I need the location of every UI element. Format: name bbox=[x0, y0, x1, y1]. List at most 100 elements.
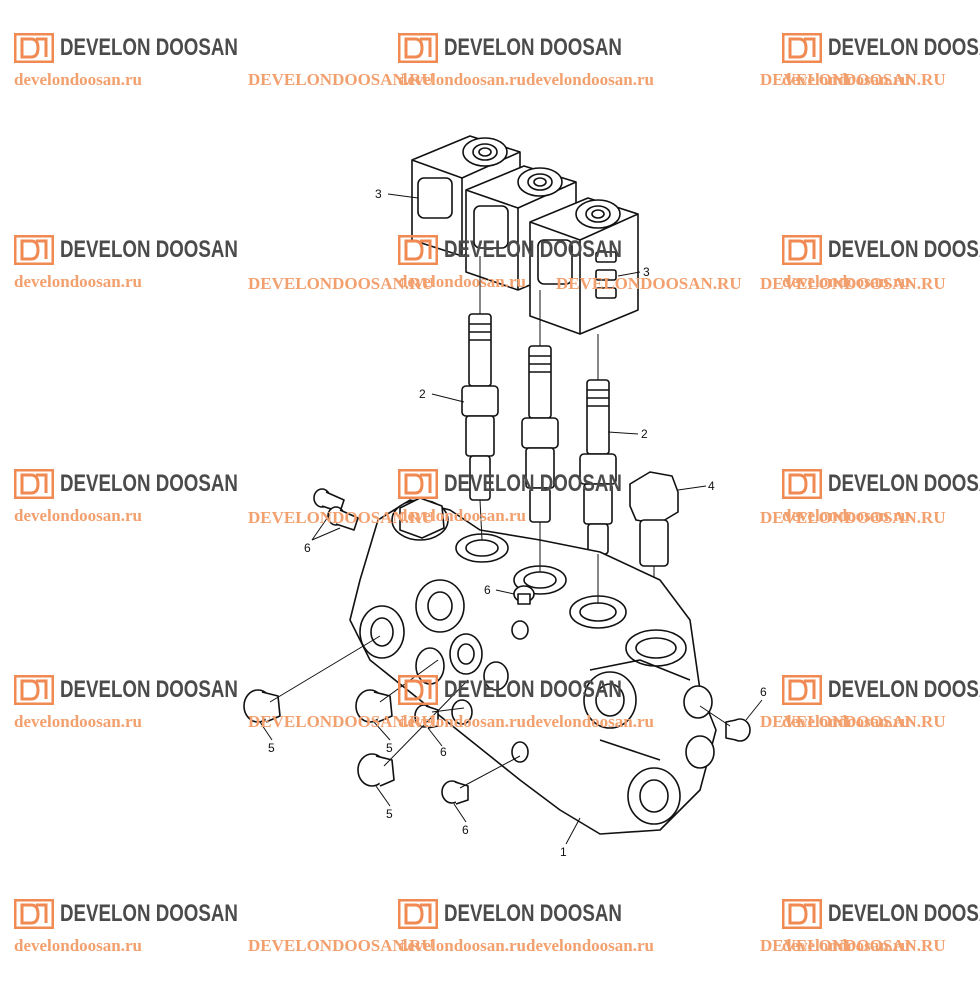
brand-name: DEVELON DOOSAN bbox=[444, 236, 622, 263]
watermark: DEVELON DOOSAN develondoosan.ru bbox=[398, 466, 622, 536]
cartridge-valve-3 bbox=[579, 379, 617, 555]
callout-5b: 5 bbox=[386, 741, 393, 755]
brand-url: DEVELONDOOSAN.RU bbox=[760, 508, 946, 527]
plug-6e bbox=[441, 780, 469, 805]
develon-logo-icon bbox=[398, 675, 438, 705]
develon-logo-icon bbox=[782, 33, 822, 63]
watermark: DEVELON DOOSAN develondoosan.ru bbox=[398, 672, 622, 742]
watermark: DEVELON DOOSAN DEVELONDOOSAN.RU bbox=[248, 508, 438, 578]
watermark: DEVELON DOOSAN develondoosan.ru bbox=[398, 232, 622, 302]
solenoid-coil-3 bbox=[529, 197, 639, 335]
callout-labels: 3 3 2 2 4 6 6 6 6 6 5 5 5 1 bbox=[268, 187, 767, 859]
brand-name: DEVELON DOOSAN bbox=[444, 676, 622, 703]
watermark: DEVELON DOOSAN DEVELONDOOSAN.RU bbox=[760, 712, 950, 782]
brand-logo: DEVELON DOOSAN bbox=[398, 896, 672, 932]
watermark: DEVELON DOOSAN DEVELONDOOSAN.RU bbox=[556, 274, 746, 344]
brand-url: develondoosan.ru bbox=[14, 272, 142, 291]
develon-logo-icon bbox=[398, 33, 438, 63]
callout-1: 1 bbox=[560, 845, 567, 859]
callout-5a: 5 bbox=[268, 741, 275, 755]
brand-url: DEVELONDOOSAN.RU bbox=[248, 712, 434, 731]
brand-logo: DEVELON DOOSAN bbox=[14, 672, 288, 708]
watermark: DEVELON DOOSAN develondoosan.ru bbox=[782, 896, 980, 966]
brand-url: develondoosan.ru bbox=[526, 936, 654, 955]
brand-name: DEVELON DOOSAN bbox=[828, 900, 980, 927]
brand-url: DEVELONDOOSAN.RU bbox=[760, 70, 946, 89]
brand-logo: DEVELON DOOSAN bbox=[398, 30, 672, 66]
brand-name: DEVELON DOOSAN bbox=[444, 470, 622, 497]
valve-assembly-drawing: 3 3 2 2 4 6 6 6 6 6 5 5 5 1 bbox=[243, 135, 767, 859]
brand-url: develondoosan.ru bbox=[526, 712, 654, 731]
develon-logo-icon bbox=[782, 235, 822, 265]
watermark: DEVELON DOOSAN develondoosan.ru bbox=[782, 30, 980, 100]
callout-6c: 6 bbox=[760, 685, 767, 699]
watermark: DEVELON DOOSAN develondoosan.ru bbox=[526, 936, 716, 1006]
develon-logo-icon bbox=[782, 899, 822, 929]
brand-url: develondoosan.ru bbox=[782, 712, 910, 731]
callout-6a: 6 bbox=[304, 541, 311, 555]
brand-logo: DEVELON DOOSAN bbox=[782, 232, 980, 268]
brand-url: develondoosan.ru bbox=[782, 272, 910, 291]
develon-logo-icon bbox=[782, 469, 822, 499]
brand-logo: DEVELON DOOSAN bbox=[14, 896, 288, 932]
brand-url: develondoosan.ru bbox=[398, 272, 526, 291]
brand-name: DEVELON DOOSAN bbox=[828, 470, 980, 497]
brand-url: develondoosan.ru bbox=[14, 936, 142, 955]
brand-url: DEVELONDOOSAN.RU bbox=[248, 274, 434, 293]
watermark: DEVELON DOOSAN develondoosan.ru bbox=[782, 466, 980, 536]
brand-name: DEVELON DOOSAN bbox=[60, 470, 238, 497]
watermark: DEVELON DOOSAN develondoosan.ru bbox=[14, 232, 238, 302]
brand-name: DEVELON DOOSAN bbox=[60, 34, 238, 61]
brand-logo: DEVELON DOOSAN bbox=[14, 466, 288, 502]
brand-logo: DEVELON DOOSAN bbox=[782, 466, 980, 502]
brand-logo: DEVELON DOOSAN bbox=[14, 30, 288, 66]
develon-logo-icon bbox=[14, 33, 54, 63]
brand-name: DEVELON DOOSAN bbox=[444, 34, 622, 61]
watermark: DEVELON DOOSAN develondoosan.ru bbox=[526, 70, 716, 140]
develon-logo-icon bbox=[14, 235, 54, 265]
callout-6b: 6 bbox=[484, 583, 491, 597]
brand-url: develondoosan.ru bbox=[398, 936, 526, 955]
valve-block bbox=[349, 497, 717, 835]
develon-logo-icon bbox=[398, 235, 438, 265]
brand-url: DEVELONDOOSAN.RU bbox=[556, 274, 742, 293]
brand-logo: DEVELON DOOSAN bbox=[398, 672, 672, 708]
watermark: DEVELON DOOSAN develondoosan.ru bbox=[14, 30, 238, 100]
develon-logo-icon bbox=[782, 675, 822, 705]
plug-5a bbox=[243, 689, 281, 723]
watermark: DEVELON DOOSAN DEVELONDOOSAN.RU bbox=[248, 274, 438, 344]
brand-name: DEVELON DOOSAN bbox=[60, 236, 238, 263]
brand-url: develondoosan.ru bbox=[14, 506, 142, 525]
watermark: DEVELON DOOSAN develondoosan.ru bbox=[782, 672, 980, 742]
callout-2a: 2 bbox=[419, 387, 426, 401]
watermark: DEVELON DOOSAN DEVELONDOOSAN.RU bbox=[248, 936, 438, 1006]
plug-5b bbox=[355, 689, 393, 723]
watermark: DEVELON DOOSAN develondoosan.ru bbox=[782, 232, 980, 302]
watermark: DEVELON DOOSAN develondoosan.ru bbox=[14, 672, 238, 742]
brand-name: DEVELON DOOSAN bbox=[828, 34, 980, 61]
brand-url: DEVELONDOOSAN.RU bbox=[248, 508, 434, 527]
exploded-parts-diagram: 3 3 2 2 4 6 6 6 6 6 5 5 5 1 DEVELON DOOS… bbox=[14, 30, 980, 966]
develon-logo-icon bbox=[14, 899, 54, 929]
brand-url: DEVELONDOOSAN.RU bbox=[248, 70, 434, 89]
cartridge-valve-1 bbox=[461, 313, 499, 501]
develon-logo-icon bbox=[14, 469, 54, 499]
callout-2b: 2 bbox=[641, 427, 648, 441]
brand-name: DEVELON DOOSAN bbox=[828, 676, 980, 703]
callout-5c: 5 bbox=[386, 807, 393, 821]
brand-url: develondoosan.ru bbox=[526, 70, 654, 89]
brand-name: DEVELON DOOSAN bbox=[60, 676, 238, 703]
brand-name: DEVELON DOOSAN bbox=[60, 900, 238, 927]
watermark: DEVELON DOOSAN DEVELONDOOSAN.RU bbox=[248, 712, 438, 782]
brand-url: develondoosan.ru bbox=[782, 506, 910, 525]
brand-url: develondoosan.ru bbox=[14, 70, 142, 89]
develon-logo-icon bbox=[398, 469, 438, 499]
watermark: DEVELON DOOSAN DEVELONDOOSAN.RU bbox=[248, 70, 438, 140]
brand-url: DEVELONDOOSAN.RU bbox=[760, 274, 946, 293]
brand-url: DEVELONDOOSAN.RU bbox=[760, 936, 946, 955]
brand-url: develondoosan.ru bbox=[782, 936, 910, 955]
watermark: DEVELON DOOSAN develondoosan.ru bbox=[398, 30, 622, 100]
callout-3a: 3 bbox=[375, 187, 382, 201]
watermark: DEVELON DOOSAN develondoosan.ru bbox=[14, 896, 238, 966]
brand-logo: DEVELON DOOSAN bbox=[398, 232, 672, 268]
